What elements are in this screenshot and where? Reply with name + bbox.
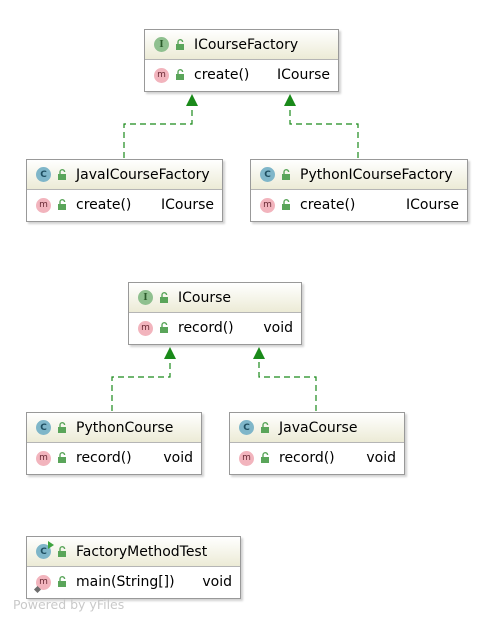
node-header: C FactoryMethodTest [27,537,240,567]
method-name: create() [300,197,356,213]
method-return-type: ICourse [160,197,214,213]
watermark: Powered by yFiles [13,597,125,612]
edge-python-course-arrowhead [164,347,176,359]
public-visibility-icon [260,421,271,434]
node-title: ICourse [178,289,232,306]
public-visibility-icon [57,576,68,588]
node-python-course[interactable]: C PythonCourse m record() void [26,412,202,475]
method-return-type: void [202,574,232,590]
node-python-icourse-factory[interactable]: C PythonICourseFactory m create() ICours… [250,159,468,222]
method-row[interactable]: m create() ICourse [27,190,222,220]
method-name: main(String[]) [76,574,175,590]
method-row[interactable]: m create() ICourse [145,60,338,90]
method-icon: m [138,320,153,336]
method-icon: m [154,67,169,83]
method-name: create() [76,197,132,213]
method-icon: m [36,197,51,213]
public-visibility-icon [57,168,68,181]
method-row[interactable]: m main(String[]) void [27,567,240,597]
method-icon: m [260,197,275,213]
public-visibility-icon [281,199,292,211]
method-row[interactable]: m record() void [230,443,404,473]
node-header: C JavaCourse [230,413,404,443]
public-visibility-icon [57,421,68,434]
public-visibility-icon [57,199,68,211]
edge-python-icourse-factory-implements [289,105,359,158]
node-java-course[interactable]: C JavaCourse m record() void [229,412,405,475]
node-header: I ICourseFactory [145,30,338,60]
class-icon: C [260,167,275,182]
class-icon: C [239,420,254,435]
static-method-icon: m [33,574,51,593]
public-visibility-icon [175,38,186,51]
public-visibility-icon [159,322,170,334]
edge-java-course-arrowhead [253,347,265,359]
method-return-type: void [263,320,293,336]
method-name: record() [178,320,234,336]
method-return-type: ICourse [405,197,459,213]
run-marker-icon [48,541,54,549]
public-visibility-icon [159,291,170,304]
method-return-type: ICourse [276,67,330,83]
node-title: JavaCourse [279,419,358,436]
node-header: C PythonICourseFactory [251,160,467,190]
edge-java-icourse-factory-arrowhead [186,94,198,106]
method-row[interactable]: m create() ICourse [251,190,467,220]
method-icon: m [239,450,254,466]
node-title: FactoryMethodTest [76,543,208,560]
edge-java-course-implements [258,358,317,411]
node-icourse-factory[interactable]: I ICourseFactory m create() ICourse [144,29,339,92]
public-visibility-icon [57,545,68,558]
edge-java-icourse-factory-implements [123,105,193,158]
method-name: create() [194,67,250,83]
method-row[interactable]: m record() void [129,313,301,343]
public-visibility-icon [57,452,68,464]
public-visibility-icon [175,69,186,81]
node-java-icourse-factory[interactable]: C JavaICourseFactory m create() ICourse [26,159,223,222]
node-header: C JavaICourseFactory [27,160,222,190]
node-icourse[interactable]: I ICourse m record() void [128,282,302,345]
public-visibility-icon [260,452,271,464]
method-icon: m [36,450,51,466]
node-title: PythonICourseFactory [300,166,453,183]
method-return-type: void [366,450,396,466]
interface-icon: I [154,37,169,52]
edge-python-course-implements [111,358,171,411]
method-name: record() [76,450,132,466]
class-icon: C [36,167,51,182]
interface-icon: I [138,290,153,305]
node-factory-method-test[interactable]: C FactoryMethodTest m main(String[]) voi… [26,536,241,599]
method-name: record() [279,450,335,466]
node-title: JavaICourseFactory [76,166,210,183]
method-row[interactable]: m record() void [27,443,201,473]
node-header: I ICourse [129,283,301,313]
node-title: PythonCourse [76,419,174,436]
runnable-class-icon: C [36,541,54,559]
edge-python-icourse-factory-arrowhead [284,94,296,106]
node-title: ICourseFactory [194,36,299,53]
method-return-type: void [163,450,193,466]
public-visibility-icon [281,168,292,181]
node-header: C PythonCourse [27,413,201,443]
class-icon: C [36,420,51,435]
